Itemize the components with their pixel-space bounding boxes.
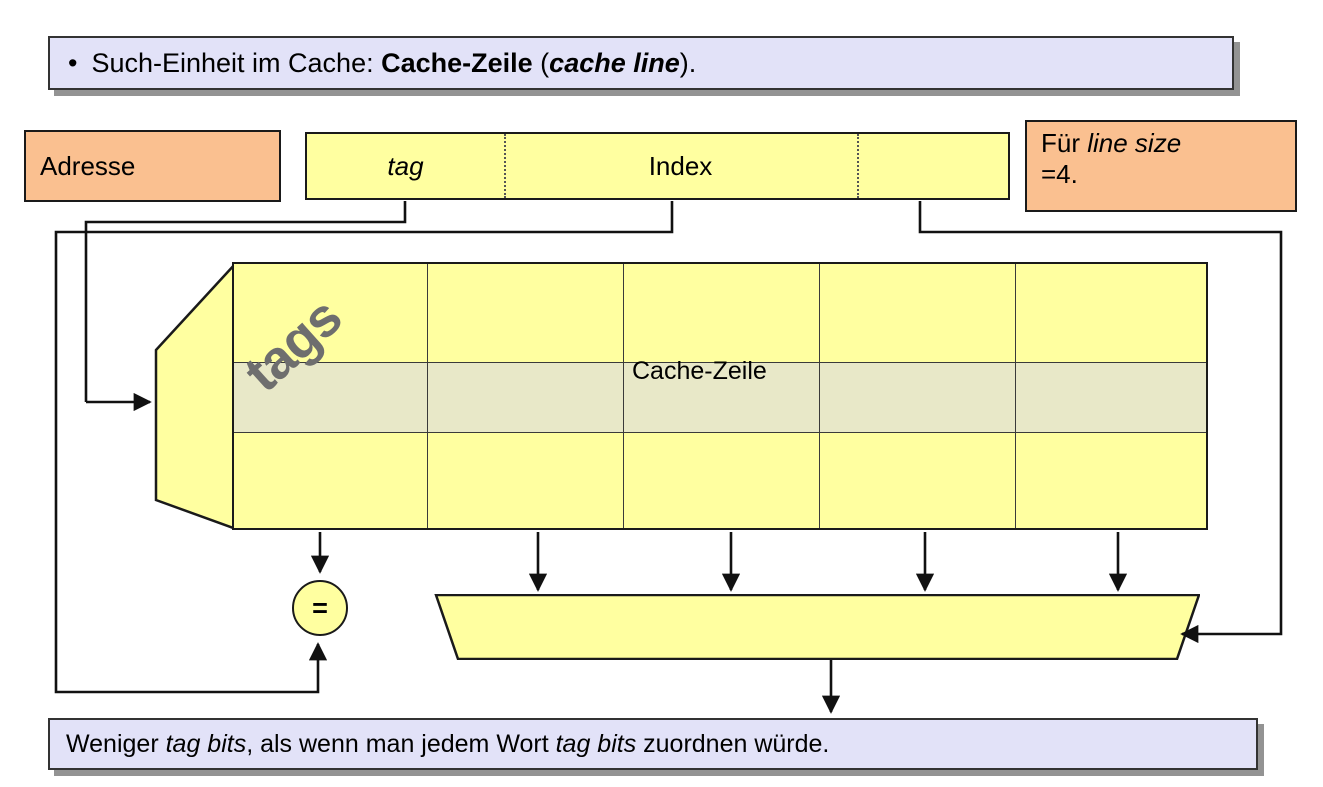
bottom-callout-box: Weniger tag bits, als wenn man jedem Wor… [48, 718, 1258, 770]
address-divider-2 [857, 134, 859, 198]
top-callout-plain-1: Such-Einheit im Cache: [91, 47, 382, 78]
bottom-callout-text: Weniger tag bits, als wenn man jedem Wor… [66, 730, 829, 759]
index-decoder-shape [154, 262, 236, 530]
address-segment-tag: tag [387, 150, 424, 181]
bullet-icon: • [68, 47, 78, 78]
top-callout-plain-2: ( [532, 47, 550, 78]
top-callout-bold-1: Cache [381, 47, 463, 78]
cache-grid-vline-3 [819, 264, 820, 528]
line-size-plain-1: Für [1041, 128, 1088, 158]
cache-line-label: Cache-Zeile [632, 357, 767, 385]
cache-grid-vline-4 [1015, 264, 1016, 528]
adresse-box: Adresse [24, 130, 281, 202]
cache-grid-hline-2 [234, 432, 1206, 433]
decoder-polygon [154, 262, 236, 530]
cache-grid-vline-1 [427, 264, 428, 528]
line-size-note-box: Für line size =4. [1025, 120, 1297, 212]
address-divider-1 [504, 134, 506, 198]
address-segment-offset [857, 134, 1008, 198]
cache-grid-hline-1 [234, 362, 1206, 363]
output-multiplexer [434, 594, 1200, 660]
top-callout-text: Such-Einheit im Cache: Cache-Zeile (cach… [91, 48, 696, 79]
bottom-callout-plain-2: , als wenn man jedem Wort [246, 729, 556, 758]
top-callout-plain-3: ). [679, 47, 697, 78]
cache-array-grid: tags Cache-Zeile [232, 262, 1208, 530]
top-callout-box: • Such-Einheit im Cache: Cache-Zeile (ca… [48, 36, 1234, 90]
adresse-label: Adresse [40, 150, 136, 181]
line-size-italic: line size [1087, 128, 1182, 158]
address-segment-index: Index [648, 150, 713, 181]
bottom-callout-italic-1: tag bits [165, 729, 247, 758]
line-size-note-line-1: Für line size [1041, 128, 1295, 159]
top-callout-bold-2: -Zeile [462, 47, 533, 78]
comparator-symbol: = [312, 592, 328, 623]
cache-grid-vline-2 [623, 264, 624, 528]
top-callout-bold-italic: cache line [549, 47, 680, 78]
bottom-callout-plain-3: zuordnen würde. [636, 729, 830, 758]
bottom-callout-italic-2: tag bits [555, 729, 637, 758]
bottom-callout-plain-1: Weniger [66, 729, 166, 758]
line-size-note-line-2: =4. [1041, 159, 1078, 190]
mux-polygon [434, 594, 1200, 660]
tag-comparator: = [292, 580, 348, 636]
address-field-bar: tag Index [305, 132, 1010, 200]
